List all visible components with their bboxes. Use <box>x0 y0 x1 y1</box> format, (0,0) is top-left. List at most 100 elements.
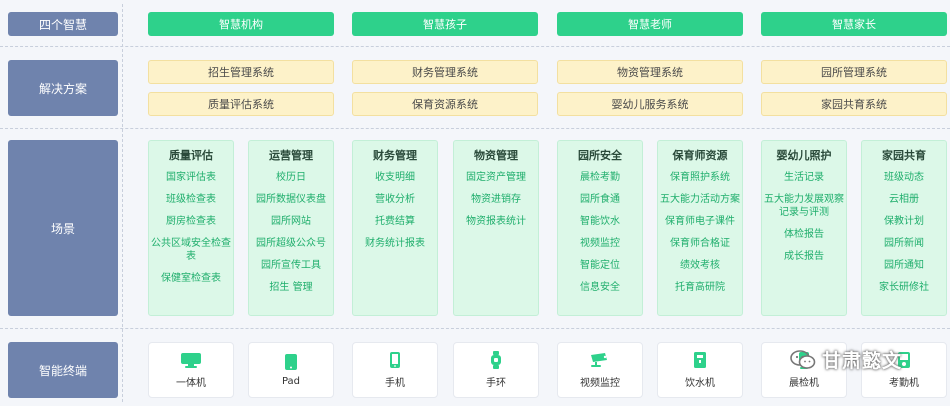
all-in-one-icon <box>180 351 202 369</box>
scene-card-nursery-teacher: 保育师资源 保育照护系统 五大能力活动方案 保育师电子课件 保育师合格证 绩效考… <box>657 140 743 316</box>
pillar-smart-institution[interactable]: 智慧机构 <box>148 12 334 36</box>
row-label-four-smart: 四个智慧 <box>8 12 118 36</box>
water-dispenser-icon <box>689 351 711 369</box>
scene-item[interactable]: 智能定位 <box>580 260 620 271</box>
terminal-label: Pad <box>281 376 301 387</box>
terminal-pad[interactable]: Pad <box>248 342 334 398</box>
watermark-text: 甘肃懿文 <box>822 350 903 372</box>
scene-item[interactable]: 保育师合格证 <box>670 238 730 249</box>
scene-item[interactable]: 财务统计报表 <box>365 238 425 249</box>
terminal-label: 一体机 <box>176 378 206 389</box>
scene-item[interactable]: 校历日 <box>276 172 306 183</box>
scene-item[interactable]: 智能饮水 <box>580 216 620 227</box>
row-label-scenarios: 场景 <box>8 140 118 316</box>
scene-item[interactable]: 园所网站 <box>271 216 311 227</box>
vertical-divider <box>122 4 123 402</box>
watermark: 甘肃懿文 <box>790 346 902 373</box>
row-label-terminals: 智能终端 <box>8 342 118 398</box>
solution-campus[interactable]: 园所管理系统 <box>761 60 947 84</box>
scene-item[interactable]: 园所通知 <box>884 260 924 271</box>
scene-item[interactable]: 托育高研院 <box>675 282 725 293</box>
row-divider <box>0 128 950 129</box>
scene-item[interactable]: 五大能力活动方案 <box>660 194 740 205</box>
scene-item[interactable]: 园所宣传工具 <box>261 260 321 271</box>
scene-item[interactable]: 成长报告 <box>784 251 824 262</box>
scene-item[interactable]: 公共区域安全检查表 <box>151 238 231 262</box>
terminal-wristband[interactable]: 手环 <box>453 342 539 398</box>
solution-materials[interactable]: 物资管理系统 <box>557 60 743 84</box>
scene-item[interactable]: 生活记录 <box>784 172 824 183</box>
wristband-icon <box>485 351 507 369</box>
solution-enrollment[interactable]: 招生管理系统 <box>148 60 334 84</box>
scene-title: 保育师资源 <box>672 149 728 162</box>
scene-item[interactable]: 保育师电子课件 <box>665 216 735 227</box>
scene-item[interactable]: 信息安全 <box>580 282 620 293</box>
terminal-video-surveillance[interactable]: 视频监控 <box>557 342 643 398</box>
pillar-smart-child[interactable]: 智慧孩子 <box>352 12 538 36</box>
solution-home-school[interactable]: 家园共育系统 <box>761 92 947 116</box>
scene-item[interactable]: 招生 管理 <box>269 282 313 293</box>
tablet-icon <box>280 353 302 371</box>
pillar-smart-teacher[interactable]: 智慧老师 <box>557 12 743 36</box>
row-divider <box>0 328 950 329</box>
scene-card-home-school: 家园共育 班级动态 云相册 保教计划 园所新闻 园所通知 家长研修社 <box>861 140 947 316</box>
pillar-smart-parent[interactable]: 智慧家长 <box>761 12 947 36</box>
scene-title: 家园共育 <box>882 149 926 162</box>
scene-card-operations: 运营管理 校历日 园所数据仪表盘 园所网站 园所超级公众号 园所宣传工具 招生 … <box>248 140 334 316</box>
row-label-solutions: 解决方案 <box>8 60 118 116</box>
scene-card-infant-care: 婴幼儿照护 生活记录 五大能力发展观察记录与评测 体检报告 成长报告 <box>761 140 847 316</box>
terminal-phone[interactable]: 手机 <box>352 342 438 398</box>
row-divider <box>0 46 950 47</box>
scene-item[interactable]: 园所超级公众号 <box>256 238 326 249</box>
attendance-machine-icon <box>893 351 915 369</box>
scene-title: 财务管理 <box>373 149 417 162</box>
scene-item[interactable]: 园所食通 <box>580 194 620 205</box>
scene-item[interactable]: 物资进销存 <box>471 194 521 205</box>
scene-title: 物资管理 <box>474 149 518 162</box>
scene-title: 质量评估 <box>169 149 213 162</box>
solution-infant-services[interactable]: 婴幼儿服务系统 <box>557 92 743 116</box>
scene-item[interactable]: 班级检查表 <box>166 194 216 205</box>
scene-item[interactable]: 托费结算 <box>375 216 415 227</box>
terminal-label: 饮水机 <box>685 378 715 389</box>
wechat-logo-icon <box>790 349 816 369</box>
terminal-label: 手机 <box>385 378 405 389</box>
terminal-all-in-one[interactable]: 一体机 <box>148 342 234 398</box>
scene-item[interactable]: 云相册 <box>889 194 919 205</box>
scene-title: 园所安全 <box>578 149 622 162</box>
scene-item[interactable]: 园所新闻 <box>884 238 924 249</box>
scene-item[interactable]: 园所数据仪表盘 <box>256 194 326 205</box>
scene-title: 运营管理 <box>269 149 313 162</box>
terminal-water-dispenser[interactable]: 饮水机 <box>657 342 743 398</box>
scene-item[interactable]: 班级动态 <box>884 172 924 183</box>
scene-card-quality: 质量评估 国家评估表 班级检查表 厨房检查表 公共区域安全检查表 保健室检查表 <box>148 140 234 316</box>
solution-nursery-resources[interactable]: 保育资源系统 <box>352 92 538 116</box>
scene-item[interactable]: 晨检考勤 <box>580 172 620 183</box>
terminal-label: 视频监控 <box>580 378 620 389</box>
scene-card-finance: 财务管理 收支明细 营收分析 托费结算 财务统计报表 <box>352 140 438 316</box>
scene-title: 婴幼儿照护 <box>776 149 832 162</box>
scene-card-materials: 物资管理 固定资产管理 物资进销存 物资报表统计 <box>453 140 539 316</box>
scene-item[interactable]: 五大能力发展观察记录与评测 <box>764 194 844 218</box>
scene-item[interactable]: 保育照护系统 <box>670 172 730 183</box>
scene-item[interactable]: 物资报表统计 <box>466 216 526 227</box>
scene-item[interactable]: 绩效考核 <box>680 260 720 271</box>
scene-item[interactable]: 保教计划 <box>884 216 924 227</box>
scene-item[interactable]: 家长研修社 <box>879 282 929 293</box>
terminal-label: 手环 <box>486 378 506 389</box>
scene-item[interactable]: 体检报告 <box>784 229 824 240</box>
scene-item[interactable]: 保健室检查表 <box>161 273 221 284</box>
scene-item[interactable]: 固定资产管理 <box>466 172 526 183</box>
solution-finance[interactable]: 财务管理系统 <box>352 60 538 84</box>
scene-card-campus-safety: 园所安全 晨检考勤 园所食通 智能饮水 视频监控 智能定位 信息安全 <box>557 140 643 316</box>
terminal-label: 考勤机 <box>889 378 919 389</box>
scene-item[interactable]: 收支明细 <box>375 172 415 183</box>
scene-item[interactable]: 国家评估表 <box>166 172 216 183</box>
terminal-label: 晨检机 <box>789 378 819 389</box>
scene-item[interactable]: 营收分析 <box>375 194 415 205</box>
solution-quality[interactable]: 质量评估系统 <box>148 92 334 116</box>
camera-icon <box>589 351 611 369</box>
scene-item[interactable]: 厨房检查表 <box>166 216 216 227</box>
scene-item[interactable]: 视频监控 <box>580 238 620 249</box>
terminal-attendance[interactable]: 考勤机 <box>861 342 947 398</box>
